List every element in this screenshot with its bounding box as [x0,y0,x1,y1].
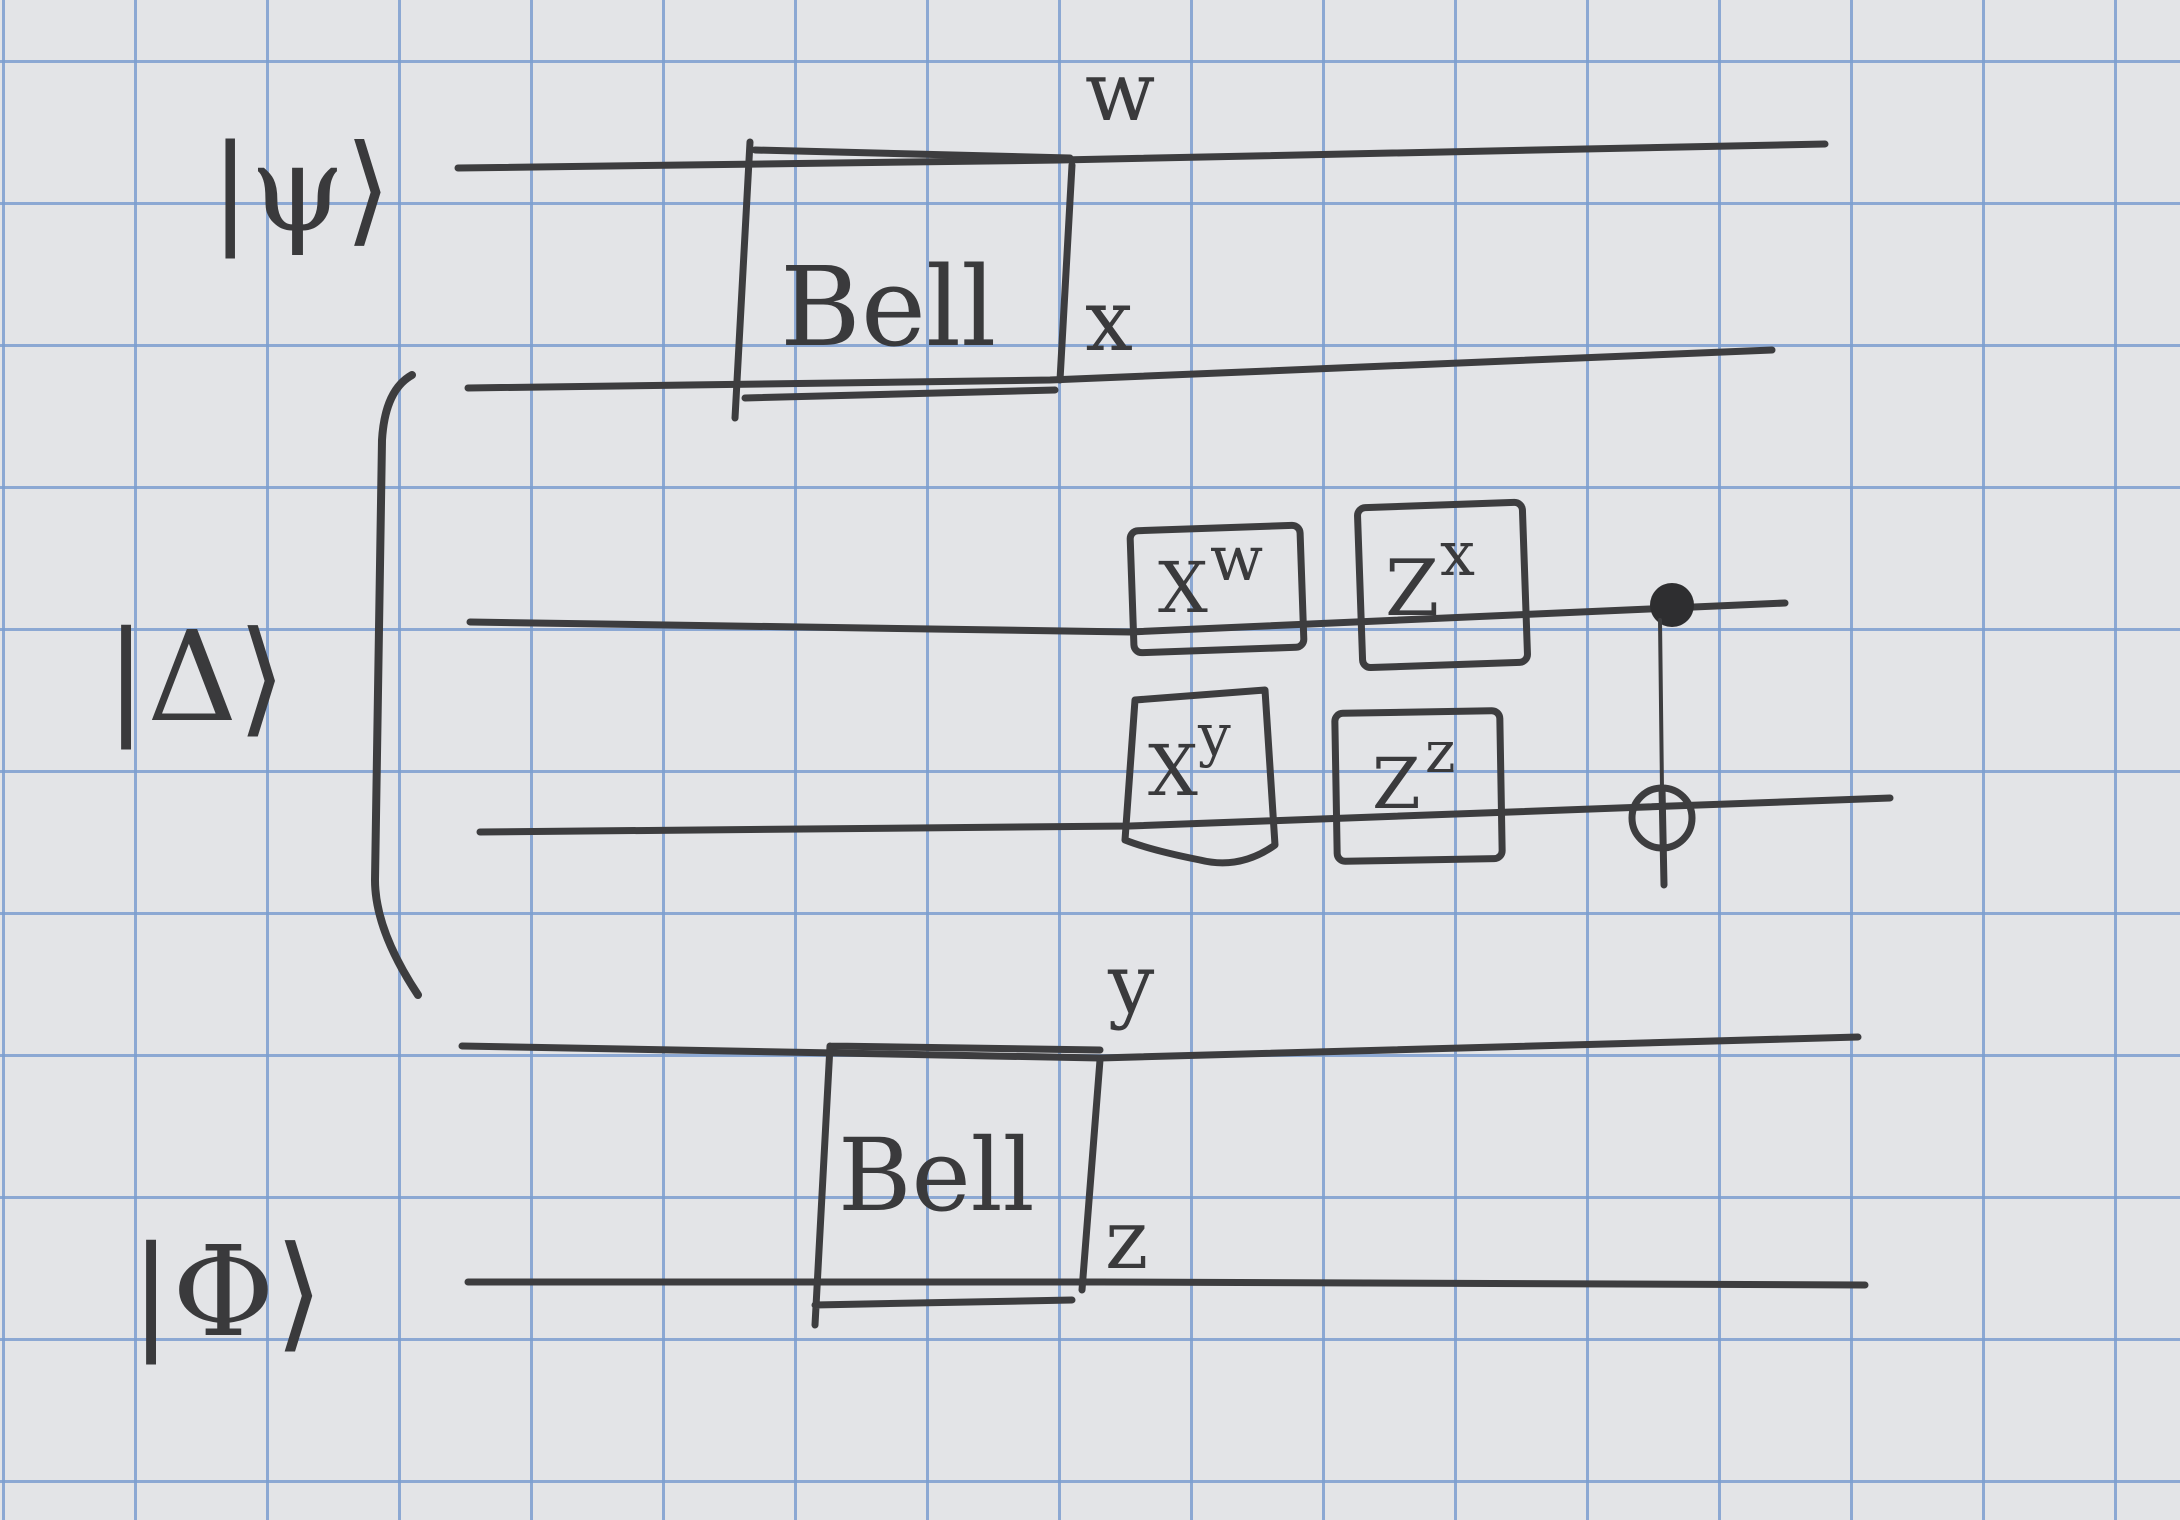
measurement-w: w [1085,45,1155,140]
input-psi-label: |ψ⟩ [210,120,391,259]
cnot-gate [1628,583,1696,889]
gate-zz-base: Z [1372,743,1421,825]
wire-psi [454,140,1829,172]
input-phi-label: |Φ⟩ [130,1220,323,1365]
gate-xy-box [1121,686,1279,867]
gate-xw-box [1126,521,1308,657]
bell-bottom-label: Bell [838,1117,1035,1234]
cnot-link [1658,618,1664,792]
wire-bell-top-lower [464,346,1776,392]
gate-xy-base: X [1148,730,1198,812]
delta-brace [371,371,422,999]
bell-top-label: Bell [780,243,996,371]
input-delta-label: |Δ⟩ [105,605,286,750]
gate-xy-sup: y [1197,701,1231,769]
gate-zx-sup: x [1440,517,1475,590]
measurement-z: z [1105,1193,1148,1288]
cnot-control-dot [1650,583,1694,627]
bell-top-box [731,138,1076,422]
gate-xw-sup: w [1210,522,1263,595]
cnot-target-cross [1658,784,1668,889]
wire-delta-1 [466,599,1789,636]
gate-zz-box [1331,707,1506,865]
gate-zz-sup: z [1425,718,1456,786]
measurement-y: y [1107,937,1155,1032]
measurement-x: x [1085,272,1133,371]
bell-bottom-box [811,1042,1104,1329]
gate-zx-base: Z [1385,544,1439,634]
gate-zx-box [1354,498,1531,672]
gate-xw-base: X [1158,547,1208,629]
wire-phi [464,1278,1869,1289]
wire-bell-bottom-upper [458,1033,1862,1062]
